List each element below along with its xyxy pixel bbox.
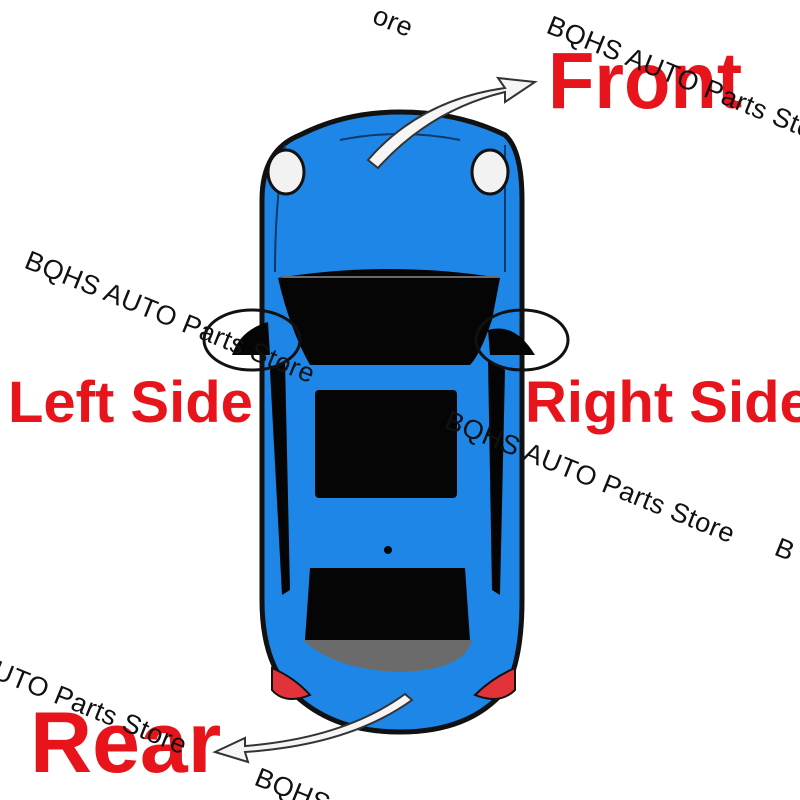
windshield: [278, 269, 500, 365]
right-side-label: Right Side: [525, 370, 800, 435]
side-window-right: [488, 360, 505, 595]
left-side-label: Left Side: [8, 370, 253, 435]
circle-highlight-icon: [202, 308, 302, 372]
curved-arrow-icon: [366, 76, 538, 170]
mirror-left: [232, 322, 270, 355]
curved-arrow-icon: [212, 692, 414, 764]
circle-highlight-icon: [474, 308, 570, 372]
rear-label: Rear: [30, 695, 222, 791]
rear-window: [305, 568, 470, 640]
mirror-right: [488, 328, 535, 355]
taillight-right: [473, 666, 516, 700]
headlight-left: [266, 148, 306, 196]
headlight-right: [470, 148, 510, 196]
sunroof: [315, 390, 457, 498]
side-window-left: [270, 360, 290, 595]
taillight-left: [271, 666, 312, 700]
front-label: Front: [548, 36, 743, 126]
